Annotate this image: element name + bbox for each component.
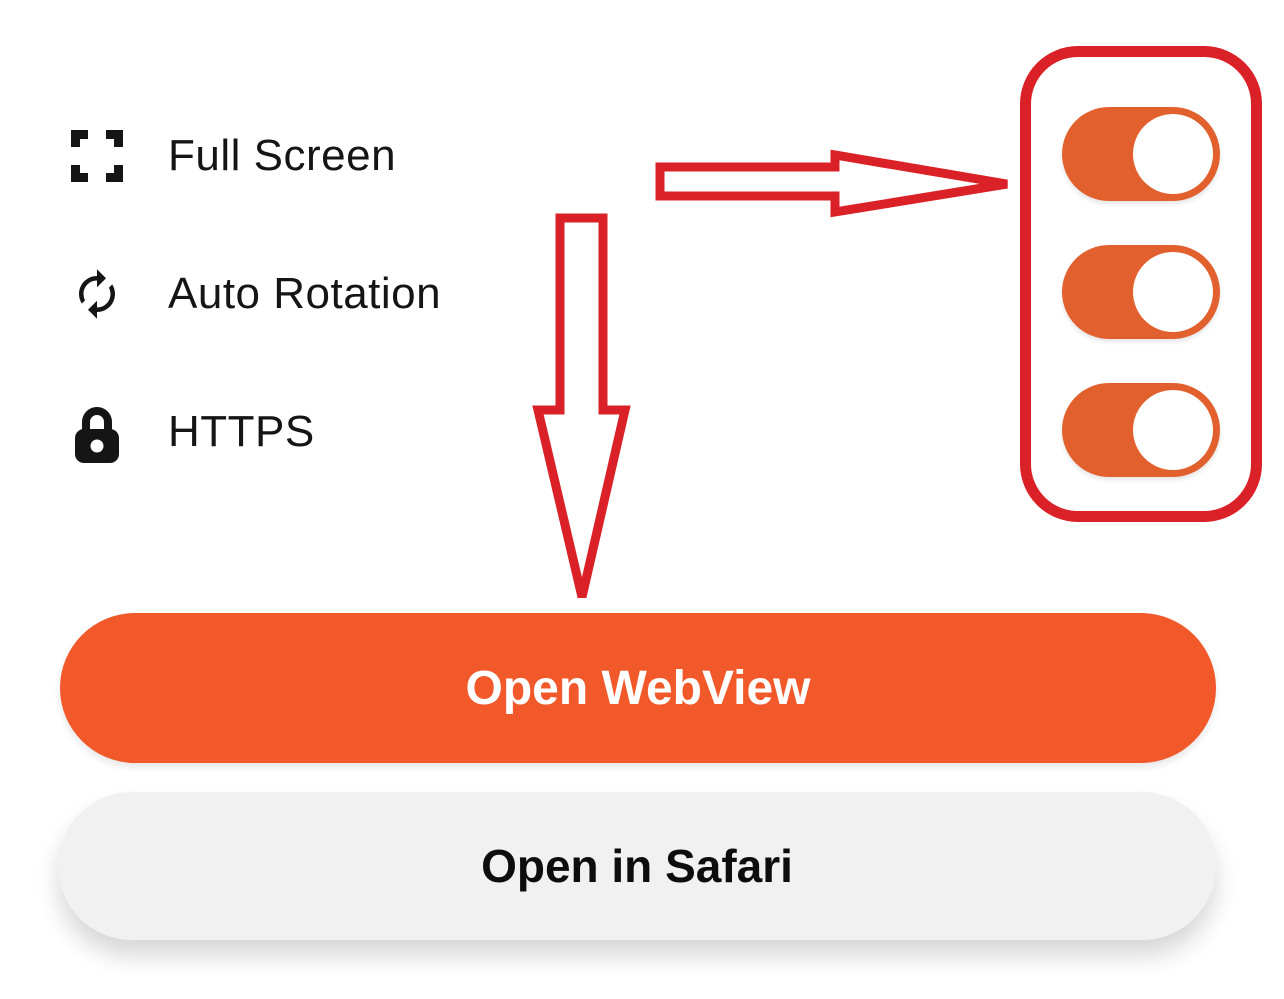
auto-rotation-icon [70, 262, 124, 326]
toggle-knob [1133, 114, 1213, 194]
open-webview-button[interactable]: Open WebView [60, 613, 1216, 763]
toggle-knob [1133, 390, 1213, 470]
arrow-to-open-webview-annotation [532, 213, 631, 599]
feature-row-auto-rotation: Auto Rotation [70, 254, 441, 334]
feature-row-https: HTTPS [70, 392, 315, 472]
auto-rotation-toggle[interactable] [1062, 245, 1220, 339]
full-screen-toggle[interactable] [1062, 107, 1220, 201]
feature-label-full-screen: Full Screen [168, 131, 397, 180]
feature-row-full-screen: Full Screen [70, 116, 396, 196]
toggle-highlight-box [1020, 46, 1262, 522]
https-toggle[interactable] [1062, 383, 1220, 477]
lock-icon [70, 400, 124, 464]
arrow-to-toggles-annotation [655, 149, 1008, 218]
fullscreen-icon [70, 124, 124, 188]
feature-label-https: HTTPS [168, 407, 315, 456]
open-in-safari-button[interactable]: Open in Safari [58, 792, 1216, 940]
toggle-knob [1133, 252, 1213, 332]
feature-label-auto-rotation: Auto Rotation [168, 269, 442, 318]
